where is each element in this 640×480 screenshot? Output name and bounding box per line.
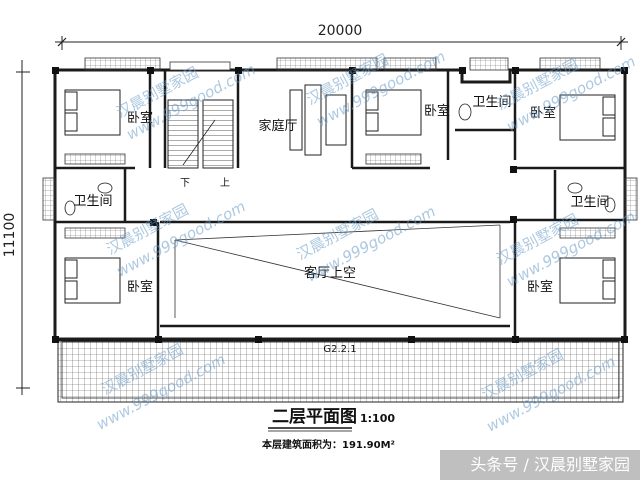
bed-left-top bbox=[64, 89, 121, 136]
bed-middle bbox=[365, 89, 422, 136]
family-hall-label: 家庭厅 bbox=[258, 118, 297, 134]
bathroom-label-right: 卫生间 bbox=[570, 195, 609, 210]
width-label: 20000 bbox=[318, 23, 363, 39]
bathroom-label-left: 卫生间 bbox=[73, 194, 112, 209]
balcony-label: G2.2.1 bbox=[323, 344, 356, 355]
bed-right-bottom bbox=[559, 257, 616, 304]
bedroom-label-top-left: 卧室 bbox=[127, 110, 153, 126]
interior-walls bbox=[55, 70, 625, 340]
bedroom-label-top-right: 卧室 bbox=[530, 105, 556, 121]
balcony bbox=[57, 337, 624, 403]
left-window bbox=[42, 177, 56, 221]
drawing-scale: 1:100 bbox=[360, 412, 395, 425]
void-label: 客厅上空 bbox=[304, 265, 356, 281]
bed-right-top bbox=[559, 94, 616, 141]
credit-overlay: 头条号 / 汉晨别墅家园 bbox=[440, 450, 640, 480]
depth-label: 11100 bbox=[2, 213, 18, 258]
area-note: 本层建筑面积为：191.90M² bbox=[262, 438, 395, 451]
stair-down-label: 下 bbox=[180, 178, 190, 189]
credit-text: 头条号 / 汉晨别墅家园 bbox=[470, 455, 630, 474]
top-windows bbox=[84, 57, 601, 71]
bedroom-label-middle: 卧室 bbox=[424, 103, 450, 119]
drawing-title: 二层平面图 bbox=[272, 407, 357, 427]
bath-fixtures bbox=[64, 103, 616, 216]
living-room-void bbox=[174, 224, 501, 319]
depth-dimension: 11100 bbox=[2, 60, 30, 395]
bathroom-label-top: 卫生间 bbox=[472, 95, 511, 110]
title-block: 二层平面图 1:100 本层建筑面积为：191.90M² bbox=[262, 407, 395, 451]
width-dimension: 20000 bbox=[55, 23, 628, 50]
stair-up-label: 上 bbox=[220, 177, 230, 189]
wardrobes bbox=[64, 153, 616, 239]
staircase: 下 上 bbox=[167, 99, 234, 189]
columns bbox=[52, 67, 628, 343]
bedroom-label-bottom-left: 卧室 bbox=[127, 279, 153, 295]
sofa-set bbox=[289, 84, 347, 156]
bed-left-bottom bbox=[64, 257, 121, 304]
right-window bbox=[624, 177, 638, 221]
bedroom-label-bottom-right: 卧室 bbox=[527, 279, 553, 295]
